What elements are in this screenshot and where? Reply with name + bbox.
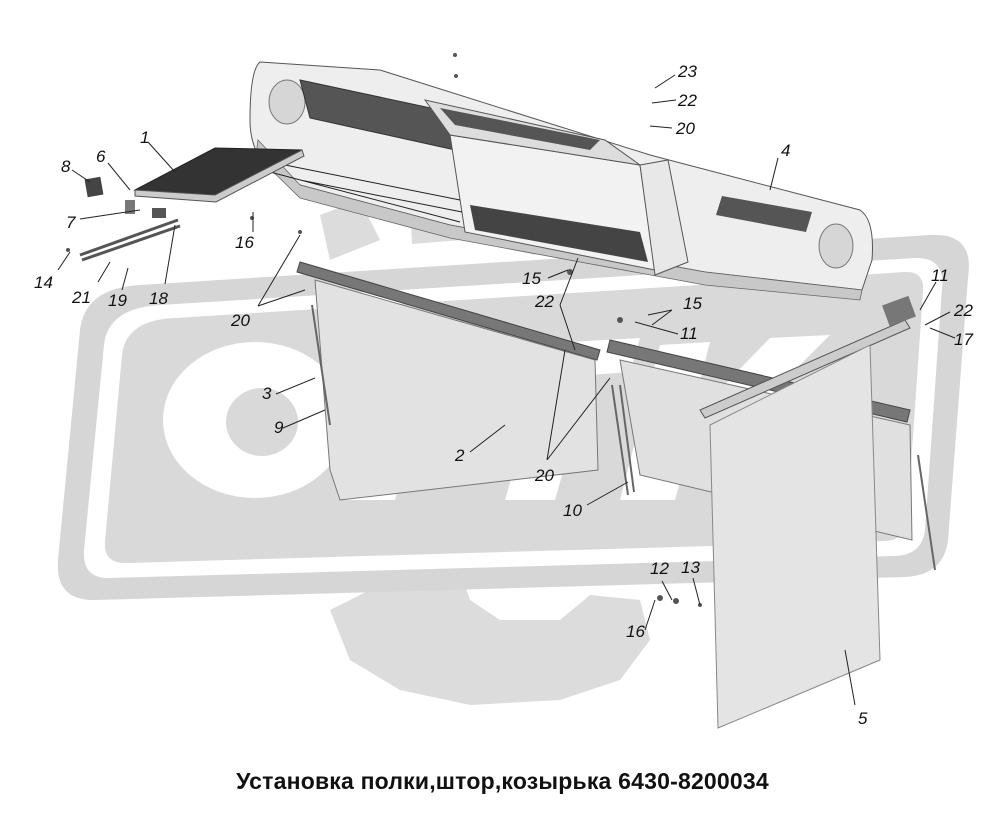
storage-box-lid-dark <box>440 108 600 150</box>
watermark-gear <box>330 560 650 705</box>
screw <box>298 230 302 234</box>
callout-1: 1 <box>140 128 149 147</box>
screw <box>66 248 70 252</box>
callout-20-left: 20 <box>230 311 250 330</box>
callout-22-right: 22 <box>953 301 973 320</box>
shelf-support-bar <box>79 218 181 262</box>
diagram-canvas: 1 2 3 4 5 6 7 8 9 10 11 11 12 13 14 15 1… <box>34 53 973 729</box>
curtain-panel-front <box>709 344 881 729</box>
callout-7: 7 <box>66 213 76 232</box>
callout-20-top: 20 <box>675 119 695 138</box>
tie-rod-10 <box>611 384 635 496</box>
callout-16-bottom: 16 <box>626 622 645 641</box>
callout-18: 18 <box>149 289 168 308</box>
screw <box>617 317 623 323</box>
callout-5: 5 <box>858 709 868 728</box>
curtain-holder-left <box>311 304 331 426</box>
callout-15-right: 15 <box>683 294 702 313</box>
screw <box>657 595 663 601</box>
curtain-rail-front <box>699 319 911 419</box>
curtain-panel-left <box>314 279 599 501</box>
callout-15-top: 15 <box>522 269 541 288</box>
callout-14: 14 <box>34 273 53 292</box>
callout-16-top: 16 <box>235 233 254 252</box>
callout-9: 9 <box>274 418 284 437</box>
curtain-left <box>296 261 601 501</box>
curtain-front <box>699 295 936 729</box>
callouts: 1 2 3 4 5 6 7 8 9 10 11 11 12 13 14 15 1… <box>34 62 973 728</box>
console-rails <box>269 164 463 223</box>
storage-box-floor <box>470 205 648 262</box>
rail-end-bracket <box>882 295 916 327</box>
callout-10: 10 <box>563 501 582 520</box>
callout-20-bottom: 20 <box>534 466 554 485</box>
diagram-caption: Установка полки,штор,козырька 6430-82000… <box>236 768 769 794</box>
screw <box>454 74 458 78</box>
callout-11-middle: 11 <box>680 324 698 343</box>
shelf-bracket-left <box>125 200 135 214</box>
callout-19: 19 <box>108 291 127 310</box>
curtain-rail-left <box>296 261 601 361</box>
callout-4: 4 <box>781 141 790 160</box>
storage-box-side <box>639 159 689 276</box>
callout-3: 3 <box>262 384 272 403</box>
screw <box>673 598 679 604</box>
callout-8: 8 <box>61 157 71 176</box>
watermark-letter-o-hole <box>226 388 298 456</box>
curtain-holder-right <box>917 454 936 571</box>
leader-lines <box>57 74 956 706</box>
console-front-face <box>255 139 863 301</box>
screw <box>567 269 573 275</box>
shelf-edge <box>134 149 305 203</box>
callout-21: 21 <box>71 288 91 307</box>
callout-17: 17 <box>954 330 973 349</box>
callout-22-top: 22 <box>677 91 697 110</box>
callout-12: 12 <box>650 559 669 578</box>
overhead-console <box>249 61 873 301</box>
callout-11-right: 11 <box>931 266 949 285</box>
callout-6: 6 <box>96 147 106 166</box>
shelf-bracket-bottom <box>152 208 166 218</box>
callout-2: 2 <box>454 446 465 465</box>
speaker-right <box>818 223 854 269</box>
shelf <box>79 147 305 262</box>
callout-13: 13 <box>681 558 700 577</box>
callout-22-middle: 22 <box>534 292 554 311</box>
speaker-left <box>268 79 306 125</box>
screw <box>453 53 457 57</box>
console-slot-right <box>716 196 812 232</box>
callout-23: 23 <box>677 62 697 81</box>
